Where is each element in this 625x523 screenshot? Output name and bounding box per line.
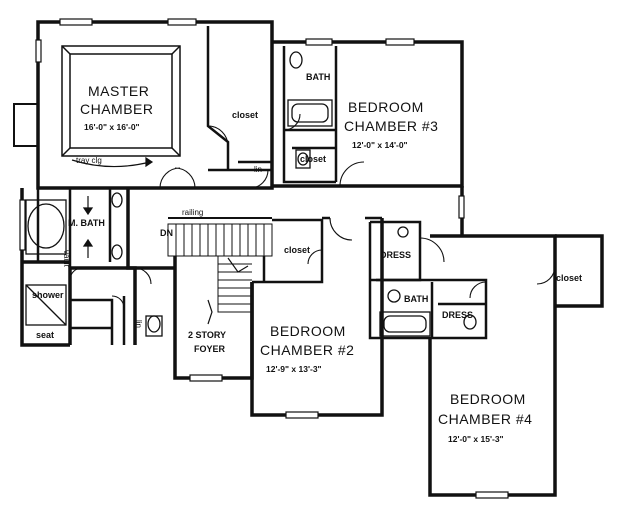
linen-label-upper: lin [254, 165, 262, 174]
bedroom4-label-2: CHAMBER #4 [438, 411, 532, 427]
down-label: DN [160, 228, 173, 238]
bedroom2-label-2: CHAMBER #2 [260, 342, 354, 358]
bedroom2-size: 12'-9" x 13'-3" [266, 364, 322, 374]
shower-label: shower [32, 290, 64, 300]
master-chamber-label-2: CHAMBER [80, 101, 154, 117]
linen-label-lower: lin [134, 320, 143, 328]
railing-label: railing [182, 208, 203, 217]
fixtures [25, 51, 477, 337]
bedroom4-size: 12'-0" x 15'-3" [448, 434, 504, 444]
master-bath-label: M. BATH [68, 218, 105, 228]
bed2-closet-label: closet [284, 245, 310, 255]
bath3-label: BATH [306, 72, 330, 82]
tray-ceiling-note: tray clg [76, 156, 102, 165]
master-closet-label: closet [232, 110, 258, 120]
windows [19, 18, 509, 499]
bedroom3-label-2: CHAMBER #3 [344, 118, 438, 134]
interior-walls [36, 26, 488, 345]
bedroom4-label: BEDROOM [450, 391, 526, 407]
seat-label: seat [36, 330, 54, 340]
bedroom3-label: BEDROOM [348, 99, 424, 115]
tray-ceiling [61, 45, 181, 157]
vault-label: vault [62, 250, 71, 268]
bath3-closet-label: closet [300, 154, 326, 164]
doors [69, 113, 556, 309]
bath-between-label: BATH [404, 294, 428, 304]
bed4-closet-label: closet [556, 273, 582, 283]
foyer-label-2: FOYER [194, 344, 226, 354]
dress-label-upper: DRESS [380, 250, 411, 260]
master-chamber-size: 16'-0" x 16'-0" [84, 122, 140, 132]
staircase [167, 217, 273, 313]
dress-label-lower: DRESS [442, 310, 473, 320]
direction-arrows [71, 156, 213, 325]
master-chamber-label: MASTER [88, 83, 149, 99]
bedroom2-label: BEDROOM [270, 323, 346, 339]
foyer-label: 2 STORY [188, 330, 226, 340]
bedroom3-size: 12'-0" x 14'-0" [352, 140, 408, 150]
